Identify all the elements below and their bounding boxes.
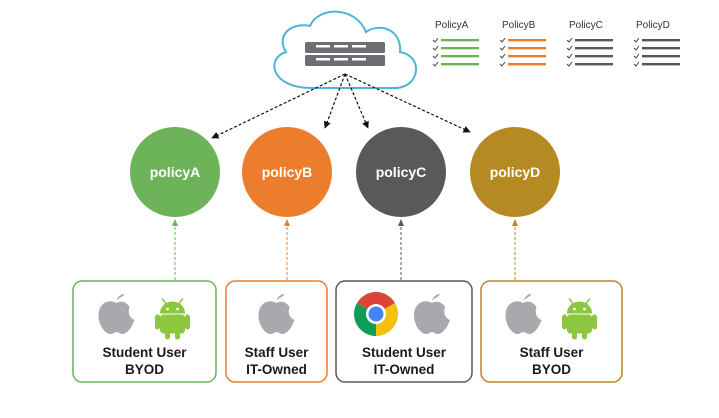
policy-arrows: [211, 73, 471, 139]
cloud-icon: [273, 10, 417, 89]
policy-node-d: policyD: [470, 127, 560, 217]
policy-circle: [242, 127, 332, 217]
checklist-icon: [499, 37, 546, 67]
policy-label: policyC: [376, 164, 427, 180]
user-type-label: Student User: [362, 345, 447, 360]
legend-label: PolicyB: [502, 20, 536, 31]
connector-c: [398, 219, 404, 280]
legend-label: PolicyA: [435, 20, 469, 31]
android-icon: [561, 298, 598, 340]
policy-circle: [470, 127, 560, 217]
user-type-label: Staff User: [520, 345, 585, 360]
connector-b: [284, 219, 290, 280]
legend-label: PolicyD: [636, 20, 670, 31]
policy-node-b: policyB: [242, 127, 332, 217]
ownership-label: BYOD: [532, 362, 571, 377]
policy-node-c: policyC: [356, 127, 446, 217]
policy-circles: policyA policyB policyC policyD: [130, 127, 560, 217]
policy-label: policyD: [490, 164, 541, 180]
legend-label: PolicyC: [569, 20, 603, 31]
policy-node-a: policyA: [130, 127, 220, 217]
policy-circle: [130, 127, 220, 217]
connector-a: [172, 219, 178, 280]
legend-item-a: PolicyA: [432, 20, 479, 67]
checklist-icon: [432, 37, 479, 67]
policy-legend: PolicyA PolicyB PolicyC PolicyD: [432, 20, 680, 67]
policy-circle: [356, 127, 446, 217]
chrome-icon: [354, 292, 398, 336]
legend-item-d: PolicyD: [633, 20, 680, 67]
android-icon: [154, 298, 191, 340]
arrow-to-policy-a: [211, 73, 346, 139]
legend-item-b: PolicyB: [499, 20, 546, 67]
server-icon: [305, 42, 385, 66]
ownership-label: IT-Owned: [374, 362, 435, 377]
ownership-label: BYOD: [125, 362, 164, 377]
legend-item-c: PolicyC: [566, 20, 613, 67]
policy-label: policyB: [262, 164, 313, 180]
user-type-label: Staff User: [245, 345, 310, 360]
arrow-to-policy-d: [344, 73, 471, 133]
checklist-icon: [566, 37, 613, 67]
policy-label: policyA: [150, 164, 201, 180]
ownership-label: IT-Owned: [246, 362, 307, 377]
user-policy-connectors: [172, 219, 518, 280]
arrow-to-policy-b: [323, 73, 346, 129]
user-type-label: Student User: [102, 345, 187, 360]
connector-d: [512, 219, 518, 280]
checklist-icon: [633, 37, 680, 67]
